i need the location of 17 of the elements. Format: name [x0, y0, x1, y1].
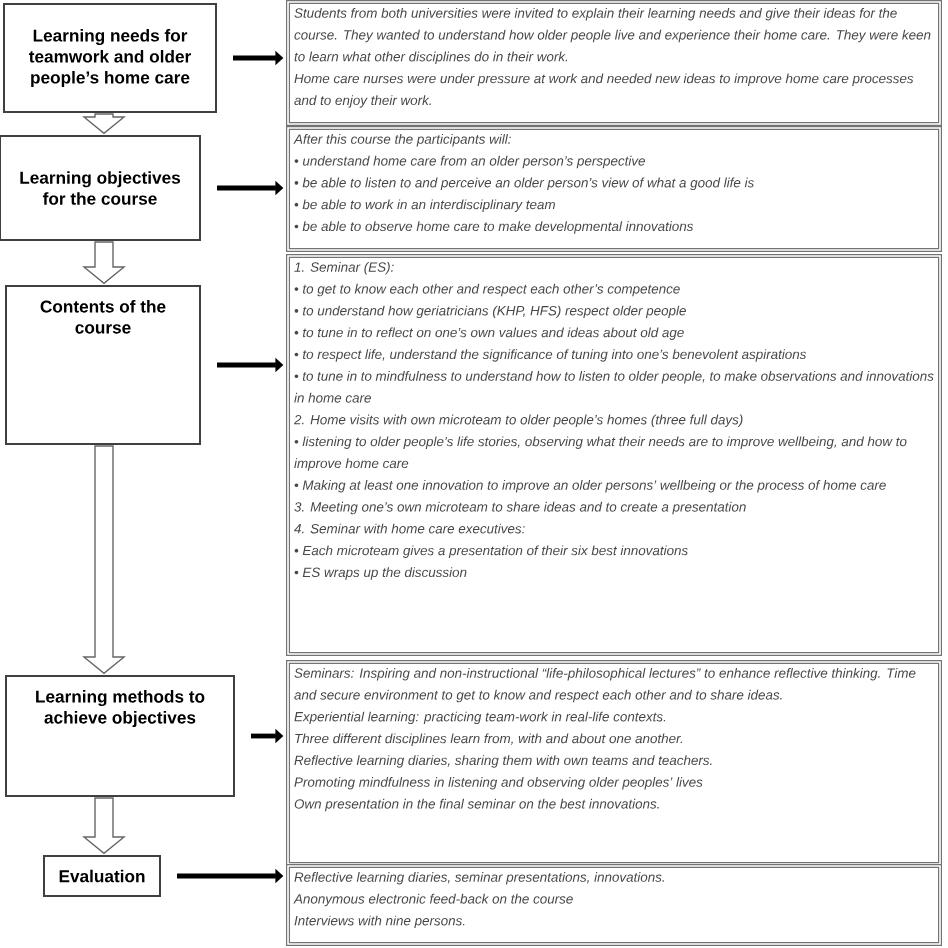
step-title: Learning objectives for the course — [20, 171, 181, 205]
step-title: Learning needs for teamwork and older people’s home care — [29, 29, 191, 88]
description-box — [286, 0, 942, 126]
step-box — [0, 135, 201, 241]
step-title: Learning methods to achieve objectives — [36, 690, 205, 728]
hollow-arrow — [82, 797, 126, 855]
description-box — [286, 126, 942, 252]
step-title: Evaluation — [59, 869, 145, 883]
hollow-arrow — [82, 445, 126, 675]
step-box — [5, 675, 235, 797]
step-box — [5, 285, 201, 445]
step-box — [3, 3, 217, 113]
hollow-arrow — [82, 113, 126, 135]
step-title: Contents of the course — [40, 300, 166, 334]
step-box — [43, 855, 161, 897]
description-box — [286, 864, 942, 946]
hollow-arrow — [82, 241, 126, 285]
